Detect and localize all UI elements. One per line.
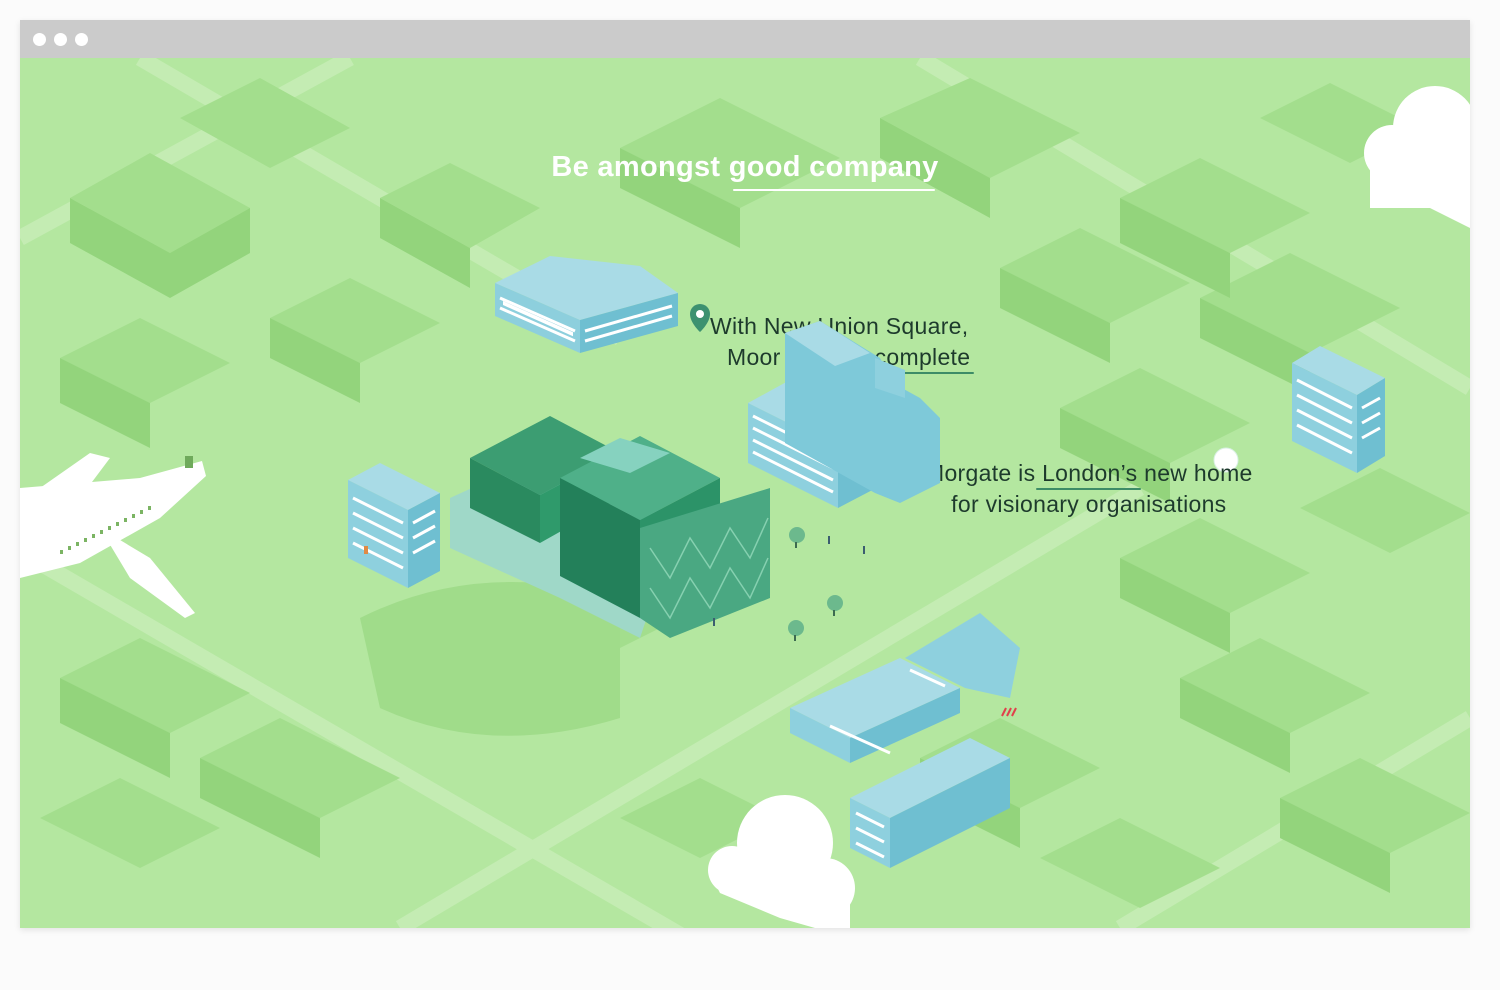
caption-highlight: London’s <box>1042 460 1138 486</box>
caption-fragment: complete <box>874 344 971 370</box>
window-control-dot[interactable] <box>75 33 88 46</box>
trees <box>364 527 865 641</box>
isometric-city-map <box>20 58 1470 928</box>
airplane-icon <box>20 453 206 618</box>
caption-fragment: Morgate is <box>925 460 1043 486</box>
caption-fragment: Moor <box>727 344 781 370</box>
caption-line: for visionary organisations <box>951 491 1227 517</box>
browser-window: Be amongst good company With New Union S… <box>20 20 1470 928</box>
office-building <box>348 463 440 588</box>
caption-line: Morgate is London’s new home <box>925 458 1253 489</box>
section-headline: Be amongst good company <box>20 151 1470 184</box>
caption-line: With New Union Square, <box>710 313 969 339</box>
headline-highlight: good company <box>728 151 939 183</box>
office-building <box>1292 346 1385 473</box>
headline-lead: Be amongst <box>551 151 729 183</box>
caption-line: Moor complete <box>710 342 970 373</box>
circle-marker-icon[interactable] <box>1213 447 1239 473</box>
window-control-dot[interactable] <box>54 33 67 46</box>
caption-morgate: Morgate is London’s new home for visiona… <box>925 458 1253 520</box>
browser-title-bar <box>20 20 1470 58</box>
background-buildings <box>40 78 1470 908</box>
caption-fragment: new home <box>1137 460 1253 486</box>
cloud-icon <box>1364 86 1470 228</box>
map-viewport: Be amongst good company With New Union S… <box>20 58 1470 928</box>
map-pin-icon[interactable] <box>690 304 710 332</box>
office-building <box>790 613 1020 868</box>
window-control-dot[interactable] <box>33 33 46 46</box>
cloud-icon <box>708 795 855 928</box>
caption-new-union-square: With New Union Square, Moor complete <box>710 311 970 373</box>
office-building <box>495 256 678 353</box>
main-development-building <box>450 416 770 638</box>
